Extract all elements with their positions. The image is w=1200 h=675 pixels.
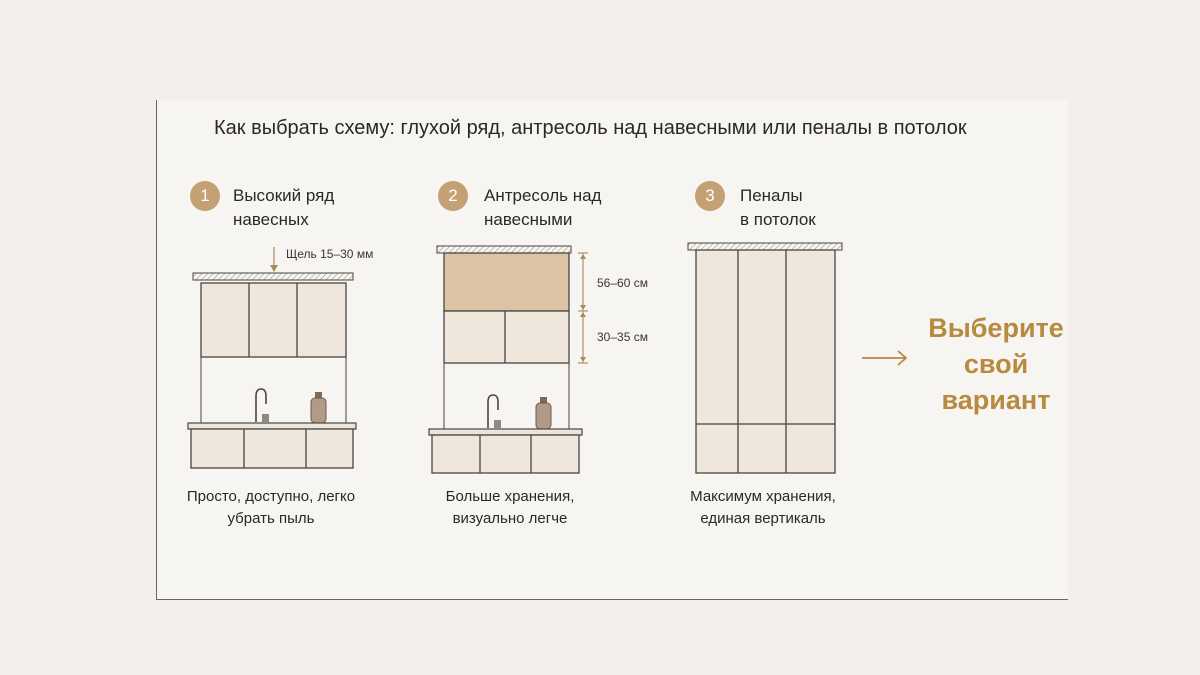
- bottle-icon: [310, 392, 327, 424]
- option-3-caption: Максимум хранения, единая вертикаль: [690, 488, 836, 527]
- scheme-1-wall-cabinets: [200, 282, 347, 358]
- faucet-icon: [487, 394, 501, 428]
- scheme-2-mezzanine: [443, 252, 570, 312]
- scheme-2-illustration: [428, 245, 588, 474]
- faucet-icon: [255, 388, 269, 422]
- option-2-heading: Антресоль над навесными: [484, 186, 602, 229]
- scheme-1-illustration: [187, 247, 357, 469]
- dimension-lines: [578, 252, 588, 364]
- option-1-number-badge: 1: [190, 181, 220, 211]
- scheme-1-ceiling: [192, 272, 354, 281]
- option-2-caption: Больше хранения, визуально легче: [445, 488, 575, 527]
- scheme-1-base-cabinets: [190, 428, 354, 469]
- scheme-2-ceiling: [436, 245, 572, 254]
- option-1-gap-label: Щель 15–30 мм: [286, 247, 374, 261]
- scheme-2-wall-cabinets: [443, 310, 570, 364]
- option-2-number-badge: 2: [438, 181, 468, 211]
- option-1-caption: Просто, доступно, легко убрать пыль: [186, 488, 356, 527]
- scheme-3-ceiling: [687, 242, 843, 251]
- bottle-icon: [535, 397, 552, 430]
- arrow-down-icon: [270, 265, 278, 272]
- option-1-heading: Высокий ряд навесных: [233, 186, 335, 229]
- scheme-2-base-cabinets: [431, 434, 580, 474]
- arrow-right-icon: [862, 350, 908, 366]
- scheme-3-illustration: [687, 242, 843, 474]
- option-2-mezzanine-height-label: 56–60 см: [597, 276, 648, 290]
- option-3-heading: Пеналы в потолок: [740, 186, 816, 229]
- option-3-number-badge: 3: [695, 181, 725, 211]
- choose-option-callout: Выберите свой вариант: [928, 313, 1064, 415]
- scheme-1-countertop: [187, 422, 357, 430]
- option-2-cabinet-height-label: 30–35 см: [597, 330, 648, 344]
- diagram-title: Как выбрать схему: глухой ряд, антресоль…: [214, 117, 967, 139]
- scheme-2-countertop: [428, 428, 583, 436]
- scheme-3-tall-cabinets: [695, 249, 836, 474]
